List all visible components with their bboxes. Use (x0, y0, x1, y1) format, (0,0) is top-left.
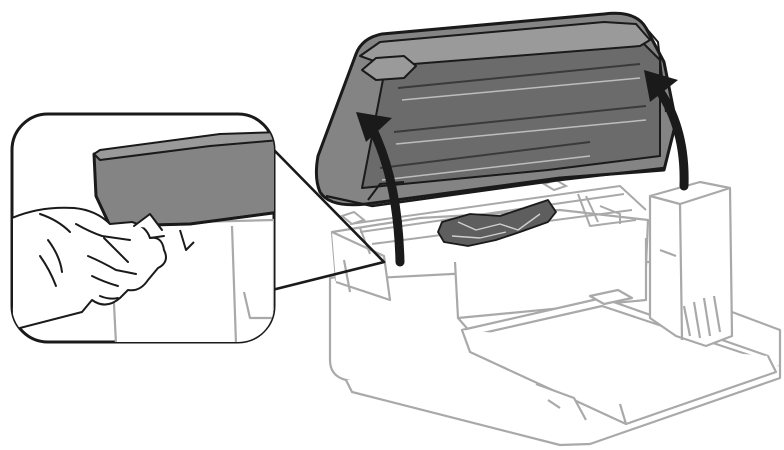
jammed-paper-icon (437, 199, 557, 247)
upward-arrow-icon (356, 112, 405, 267)
ink-tank-icon (648, 180, 734, 348)
left-latch-icon (339, 210, 367, 226)
callout-connector-line (271, 147, 386, 292)
magnified-detail-callout (10, 112, 276, 344)
upward-arrow-icon (644, 70, 689, 191)
hand-lifting-icon (12, 206, 167, 331)
open-scanner-unit-icon (314, 11, 678, 208)
paper-tray-icon (460, 288, 778, 426)
